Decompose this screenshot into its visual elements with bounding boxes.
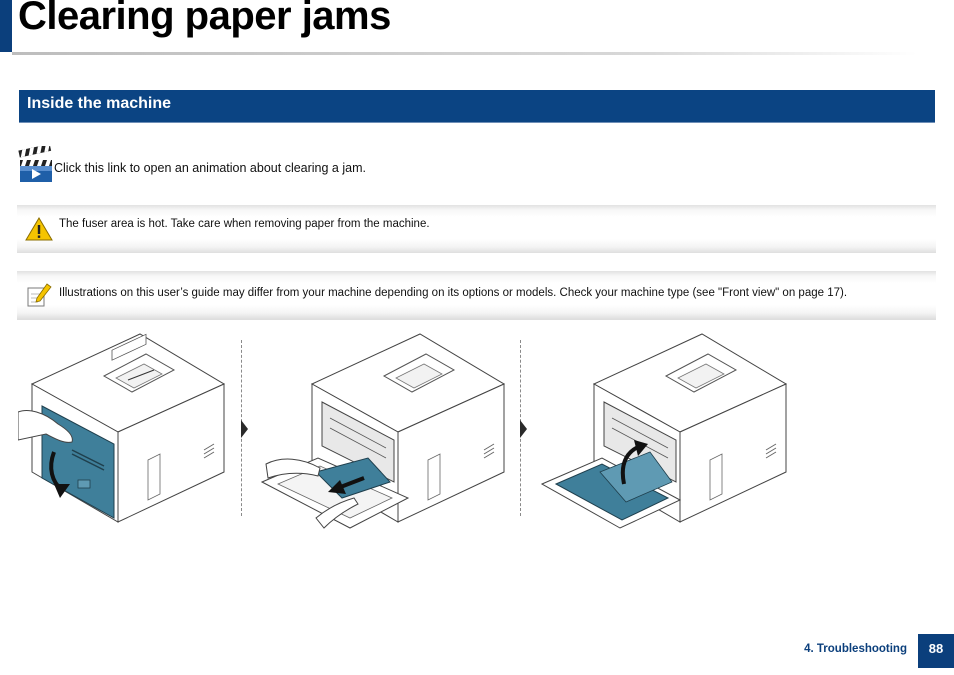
section-header: Inside the machine [19,90,935,123]
animation-row: Click this link to open an animation abo… [18,146,618,186]
warning-text: The fuser area is hot. Take care when re… [59,218,430,230]
clapperboard-play-icon[interactable] [18,146,54,184]
page-number: 88 [918,634,954,668]
section-title: Inside the machine [27,95,172,112]
animation-link[interactable]: Click this link to open an animation abo… [54,161,366,175]
warning-notice: The fuser area is hot. Take care when re… [17,205,936,253]
step-arrow-icon [241,420,248,438]
note-text: Illustrations on this user’s guide may d… [59,287,848,299]
note-pencil-icon [27,283,52,307]
title-underline [12,52,917,55]
title-accent-bar [0,0,12,52]
printer-remove-jammed-paper-illustration [260,333,506,529]
footer-chapter: 4. Troubleshooting [804,643,907,655]
printer-close-rear-cover-illustration [540,333,788,529]
step-arrow-icon [520,420,527,438]
note-notice: Illustrations on this user’s guide may d… [17,271,936,320]
printer-open-rear-cover-illustration [18,333,226,523]
warning-triangle-icon [25,217,53,241]
page-title: Clearing paper jams [18,0,391,38]
